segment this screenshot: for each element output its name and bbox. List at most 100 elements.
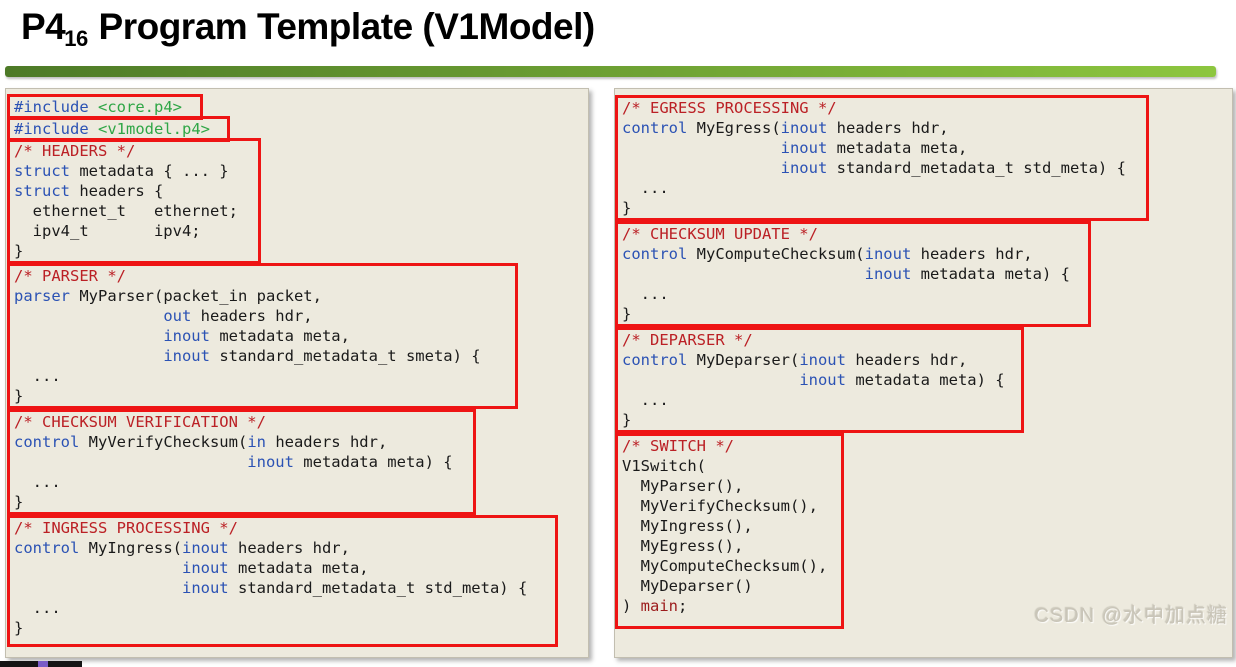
code-token: standard_metadata_t std_meta) { [228,579,528,597]
code-line: /* HEADERS */ [14,141,258,161]
code-token-k: inout [799,351,846,369]
code-line: /* CHECKSUM VERIFICATION */ [14,412,473,432]
code-token-c: /* SWITCH */ [622,437,734,455]
code-token-k: in [247,433,266,451]
green-accent-bar [5,66,1216,77]
code-token: MyIngress( [79,539,182,557]
code-line: #include <core.p4> [14,97,200,117]
code-box-egress: /* EGRESS PROCESSING */control MyEgress(… [615,95,1149,221]
code-line: struct headers { [14,181,258,201]
code-box-deparser: /* DEPARSER */control MyDeparser(inout h… [615,327,1024,433]
code-line: } [622,410,1021,430]
code-line: } [14,386,515,406]
code-line: MyDeparser() [622,576,841,596]
code-box-ingress: /* INGRESS PROCESSING */control MyIngres… [7,515,558,647]
code-token-k: inout [181,579,229,597]
code-line: /* EGRESS PROCESSING */ [622,98,1146,118]
code-token: MyEgress( [687,119,781,137]
code-line: ... [622,178,1146,198]
code-token: MyVerifyChecksum( [79,433,248,451]
code-line: control MyVerifyChecksum(in headers hdr, [14,432,473,452]
code-token-k: inout [780,139,828,157]
code-line: inout metadata meta) { [622,370,1021,390]
code-token: ... [622,391,669,409]
code-token-k: control [622,245,688,263]
code-token [14,559,182,577]
code-line: MyIngress(), [622,516,841,536]
code-token-c: /* EGRESS PROCESSING */ [622,99,837,117]
code-token: MyDeparser() [622,577,753,595]
code-token: V1Switch( [622,457,706,475]
code-token: MyComputeChecksum( [687,245,865,263]
code-box-switch: /* SWITCH */ V1Switch( MyParser(), MyVeri… [615,433,844,629]
code-token [14,347,163,365]
code-token-k: #include [14,98,98,116]
code-line: /* PARSER */ [14,266,515,286]
code-line: inout metadata meta) { [622,264,1088,284]
code-line: parser MyParser(packet_in packet, [14,286,515,306]
code-token-g: <core.p4> [98,98,182,116]
code-line: inout metadata meta) { [14,452,473,472]
code-line: V1Switch( [622,456,841,476]
code-token: headers hdr, [228,539,350,557]
code-line: inout metadata meta, [14,326,515,346]
code-token: headers hdr, [265,433,388,451]
code-token-c: /* DEPARSER */ [622,331,753,349]
code-token-k: struct [14,162,70,180]
code-token-k: inout [780,159,828,177]
code-line: control MyIngress(inout headers hdr, [14,538,555,558]
code-token: ... [622,285,669,303]
code-token-k: control [622,351,688,369]
code-token: MyParser(), [622,477,744,495]
code-line: control MyComputeChecksum(inout headers … [622,244,1088,264]
code-box-headers: /* HEADERS */struct metadata { ... }stru… [7,138,261,264]
code-token: standard_metadata_t std_meta) { [827,159,1126,177]
code-token [14,327,163,345]
code-line: #include <v1model.p4> [14,119,227,139]
code-token-g: <v1model.p4> [98,120,210,138]
code-token [14,307,163,325]
code-token: metadata meta, [827,139,968,157]
code-line: inout standard_metadata_t smeta) { [14,346,515,366]
code-token-k: control [14,539,80,557]
code-token: } [14,493,24,511]
code-line: /* CHECKSUM UPDATE */ [622,224,1088,244]
code-line: MyVerifyChecksum(), [622,496,841,516]
code-token: ethernet_t ethernet; [14,202,238,220]
code-token-k: inout [864,265,912,283]
code-token-k: inout [780,119,828,137]
code-token-k: struct [14,182,70,200]
page-title: P416 Program Template (V1Model) [21,6,595,51]
code-line: inout standard_metadata_t std_meta) { [622,158,1146,178]
code-token-c: /* HEADERS */ [14,142,136,160]
code-token-k: out [163,307,192,325]
code-line: } [14,618,555,638]
code-line: struct metadata { ... } [14,161,258,181]
code-box-checksum-update: /* CHECKSUM UPDATE */control MyComputeCh… [615,221,1091,327]
code-token [622,139,781,157]
code-line: MyComputeChecksum(), [622,556,841,576]
code-token-k: parser [14,287,70,305]
code-token: } [622,305,632,323]
code-token: MyVerifyChecksum(), [622,497,818,515]
code-line: ... [14,472,473,492]
code-token [622,159,781,177]
code-token-k: inout [799,371,846,389]
code-line: ... [622,390,1021,410]
code-token: } [14,242,24,260]
code-token [14,579,182,597]
code-line: ... [14,598,555,618]
code-token [14,453,247,471]
code-token-k: inout [864,245,912,263]
code-token: } [622,411,632,429]
code-token: metadata meta, [228,559,369,577]
code-token: } [14,619,24,637]
code-line: } [622,198,1146,218]
code-token: ... [622,179,669,197]
code-token: MyComputeChecksum(), [622,557,828,575]
code-token-c: /* INGRESS PROCESSING */ [14,519,238,537]
code-box-checksum-verification: /* CHECKSUM VERIFICATION */control MyVer… [7,409,476,515]
code-line: control MyEgress(inout headers hdr, [622,118,1146,138]
code-token-c: /* CHECKSUM VERIFICATION */ [14,413,266,431]
code-token: ... [14,599,61,617]
